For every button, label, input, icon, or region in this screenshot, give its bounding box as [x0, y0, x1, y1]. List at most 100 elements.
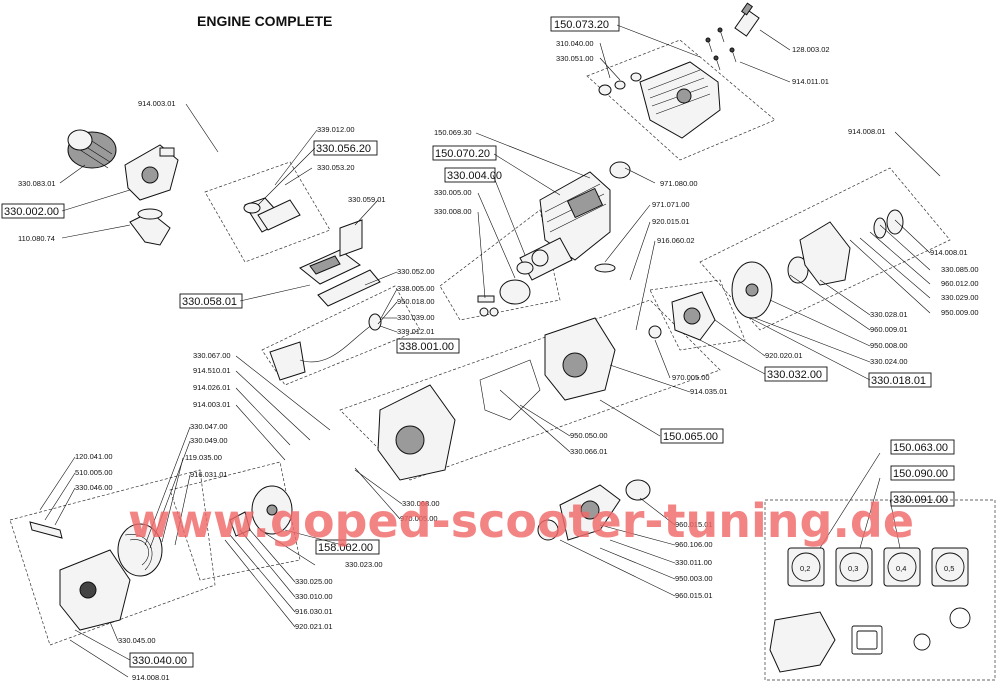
head-bolts-part — [705, 27, 737, 71]
part-label: 950.018.00 — [397, 297, 435, 306]
part-label: 119.035.00 — [185, 453, 222, 462]
gasket-size-labels: 0,2 0,3 0,4 0,5 — [800, 564, 954, 573]
flywheel-part — [648, 291, 716, 341]
part-label: 330.002.00 — [4, 206, 59, 218]
part-label: 310.040.00 — [556, 39, 594, 48]
carburetor-part — [124, 144, 179, 201]
gasket-size-label: 0,2 — [800, 564, 810, 573]
part-label: 330.083.01 — [18, 179, 56, 188]
part-label: 330.024.00 — [870, 357, 908, 366]
part-label: 970.005.00 — [400, 514, 438, 523]
part-label: 339.012.00 — [317, 125, 355, 134]
part-label: 150.090.00 — [893, 468, 948, 480]
part-label: 330.056.20 — [316, 143, 371, 155]
part-label: 330.025.00 — [295, 577, 333, 586]
part-label: 960.015.01 — [675, 591, 713, 600]
part-label: 916.030.01 — [295, 607, 333, 616]
part-label: 914.008.01 — [848, 127, 886, 136]
part-label: 950.050.00 — [570, 431, 608, 440]
part-label: 158.002.00 — [318, 542, 373, 554]
part-label: 914.003.01 — [193, 400, 231, 409]
part-label: 110.080.74 — [18, 234, 55, 243]
part-label: 150.073.20 — [554, 19, 609, 31]
part-label: 150.070.20 — [435, 148, 490, 160]
part-label: 960.009.01 — [870, 325, 908, 334]
boxed-label-frames — [1, 16, 955, 668]
crankcase-group-outline — [339, 299, 721, 481]
part-label: 330.011.00 — [675, 558, 712, 567]
part-label: 150.069.30 — [434, 128, 472, 137]
part-label: 914.011.01 — [792, 77, 829, 86]
part-label: 971.071.00 — [652, 200, 690, 209]
part-label: 330.047.00 — [190, 422, 228, 431]
part-number-labels: 150.073.20 310.040.00 330.051.00 128.003… — [4, 19, 979, 682]
intake-base-part — [129, 208, 171, 246]
intake-manifold-part — [243, 197, 301, 233]
clutch-part — [731, 209, 904, 319]
part-label: 330.091.00 — [893, 494, 948, 506]
part-label: 150.065.00 — [663, 431, 718, 443]
gasket-set-outline — [764, 499, 996, 681]
part-label: 330.029.00 — [941, 293, 979, 302]
part-label: 920.020.01 — [765, 351, 803, 360]
part-label: 330.051.00 — [556, 54, 594, 63]
diagram-title: ENGINE COMPLETE — [197, 13, 332, 29]
ignition-coil-part — [269, 313, 382, 381]
part-label: 330.008.00 — [434, 207, 472, 216]
part-label: 920.021.01 — [295, 622, 333, 631]
part-label: 330.085.00 — [941, 265, 979, 274]
part-label: 916.031.01 — [190, 470, 228, 479]
air-filter-part — [67, 129, 117, 169]
part-label: 128.003.02 — [792, 45, 830, 54]
cylinder-head-group-outline — [586, 39, 776, 161]
part-label: 914.510.01 — [193, 366, 231, 375]
part-label: 510.005.00 — [75, 468, 113, 477]
part-label: 330.010.00 — [295, 592, 333, 601]
part-label: 960.015.01 — [675, 520, 713, 529]
cylinder-head-part — [598, 61, 721, 139]
part-label: 330.004.00 — [447, 170, 502, 182]
part-label: 338.005.00 — [397, 284, 435, 293]
part-label: 330.023.00 — [345, 560, 383, 569]
part-label: 330.059.01 — [348, 195, 386, 204]
part-label: 330.039.00 — [397, 313, 435, 322]
gasket-size-label: 0,5 — [944, 564, 954, 573]
recoil-starter-part — [29, 521, 163, 631]
part-label: 330.045.00 — [118, 636, 156, 645]
part-label: 330.066.01 — [570, 447, 608, 456]
part-label: 330.040.00 — [132, 655, 187, 667]
part-label: 950.003.00 — [675, 574, 713, 583]
part-label: 914.003.01 — [138, 99, 176, 108]
part-label: 330.052.00 — [397, 267, 435, 276]
part-label: 920.015.01 — [652, 217, 690, 226]
part-label: 970.005.00 — [672, 373, 710, 382]
part-label: 914.008.01 — [132, 673, 170, 682]
piston-part — [477, 237, 573, 317]
part-label: 330.046.00 — [75, 483, 113, 492]
part-label: 120.041.00 — [75, 452, 113, 461]
part-label: 960.106.00 — [675, 540, 713, 549]
part-label: 330.058.01 — [182, 296, 237, 308]
part-label: 330.053.20 — [317, 163, 355, 172]
gasket-set-parts — [769, 547, 971, 673]
part-label: 330.067.00 — [193, 351, 231, 360]
part-label: 330.068.00 — [402, 499, 440, 508]
flywheel-group-outline — [649, 279, 746, 351]
part-label: 971.080.00 — [660, 179, 698, 188]
magneto-part — [229, 485, 293, 537]
part-label: 916.060.02 — [657, 236, 695, 245]
part-label: 960.012.00 — [941, 279, 979, 288]
crankshaft-part — [537, 479, 651, 541]
part-label: 339.012.01 — [397, 327, 435, 336]
part-label: 950.009.00 — [941, 308, 979, 317]
crankcase-part — [377, 317, 616, 481]
piston-group-outline — [439, 209, 561, 321]
part-label: 338.001.00 — [399, 341, 454, 353]
gasket-size-label: 0,3 — [848, 564, 858, 573]
leader-lines — [39, 24, 941, 678]
reed-valve-part — [299, 219, 381, 307]
part-label: 914.008.01 — [930, 248, 968, 257]
watermark-text: www.goped-scooter-tuning.de — [128, 494, 914, 548]
